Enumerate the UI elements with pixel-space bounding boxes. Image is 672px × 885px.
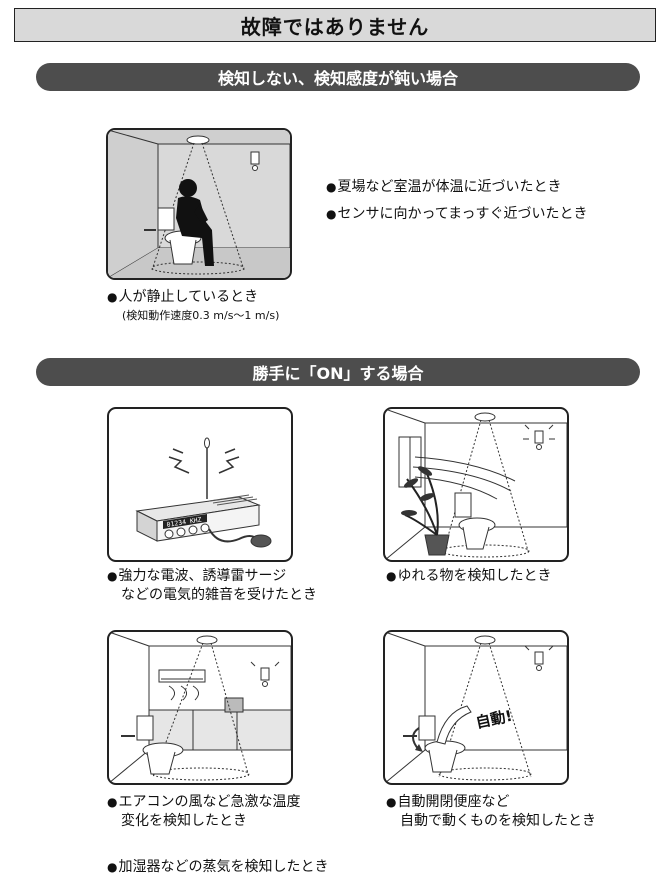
caption-electrical-noise: ●強力な電波、誘導雷サージ などの電気的雑音を受けたとき: [107, 568, 317, 603]
section-heading-false-on: 勝手に「ON」する場合: [36, 358, 640, 386]
section-heading-no-detect: 検知しない、検知感度が鈍い場合: [36, 63, 640, 91]
illustration-person-sitting: [106, 128, 292, 280]
caption-temperature-change: ●エアコンの風など急激な温度 変化を検知したとき: [107, 794, 301, 829]
bullet-icon: ●: [326, 207, 337, 221]
page-title: 故障ではありません: [14, 8, 656, 42]
bullet-icon: ●: [386, 795, 397, 809]
illustration-swaying-object: [383, 407, 569, 562]
bullet-icon: ●: [326, 180, 337, 194]
caption-auto-seat: ●自動開閉便座など 自動で動くものを検知したとき: [386, 794, 596, 829]
illustration-auto-seat: 自動!: [383, 630, 569, 785]
bullet-icon: ●: [107, 795, 118, 809]
caption-swaying-object: ●ゆれる物を検知したとき: [386, 568, 552, 584]
bullet-icon: ●: [386, 569, 397, 583]
bullet-icon: ●: [107, 860, 118, 874]
caption-humidifier-steam: ●加湿器などの蒸気を検知したとき: [107, 859, 329, 875]
condition-straight-approach: ●センサに向かってまっすぐ近づいたとき: [326, 206, 588, 222]
illustration-air-conditioner: [107, 630, 293, 785]
illustration-radio-noise: 01234 KHZ: [107, 407, 293, 562]
caption-detection-speed: (検知動作速度0.3 m/s〜1 m/s): [122, 309, 280, 322]
caption-person-still: ●人が静止しているとき: [107, 289, 259, 305]
bullet-icon: ●: [107, 290, 118, 304]
bullet-icon: ●: [107, 569, 118, 583]
condition-room-temperature: ●夏場など室温が体温に近づいたとき: [326, 179, 562, 195]
